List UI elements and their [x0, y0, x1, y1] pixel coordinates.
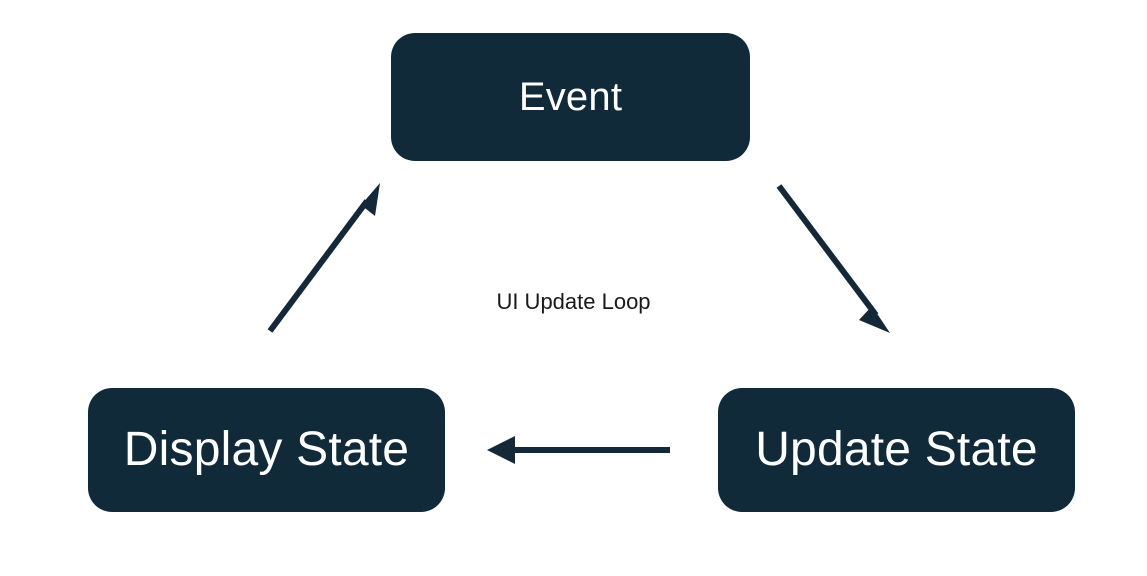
loop-caption: UI Update Loop: [496, 289, 651, 314]
node-update-state[interactable]: Update State: [718, 388, 1075, 512]
node-update-state-label: Update State: [755, 423, 1038, 476]
node-event-label: Event: [518, 75, 623, 119]
node-display-state-label: Display State: [123, 423, 410, 476]
node-display-state[interactable]: Display State: [88, 388, 445, 512]
node-event[interactable]: Event: [391, 33, 750, 161]
arrow-update-state-to-display-state: [487, 436, 670, 464]
